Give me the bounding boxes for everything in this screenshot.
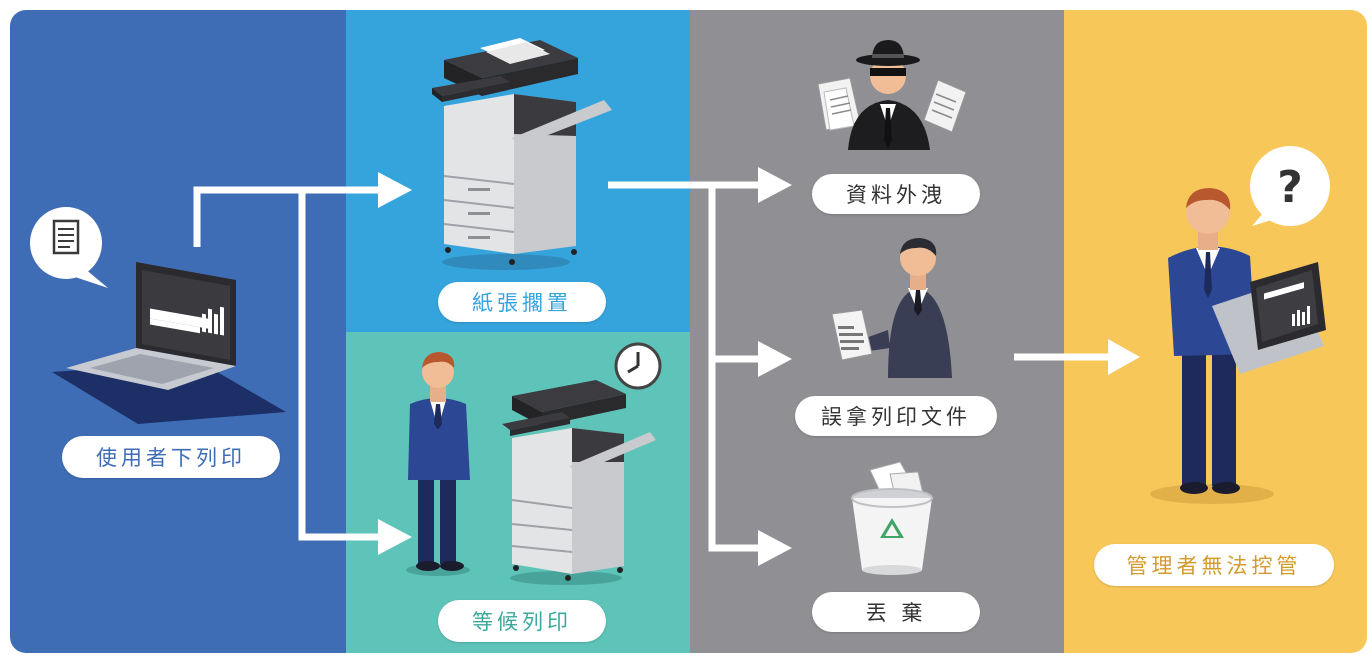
- arrow-risk-branch: [708, 185, 760, 552]
- arrow-laptop-to-branch: [193, 186, 380, 247]
- arrowhead-admin: [1108, 339, 1140, 375]
- question-bubble-icon: ?: [1250, 146, 1330, 226]
- label-wait-print: 等候列印: [438, 600, 606, 642]
- printer-icon: [432, 38, 612, 270]
- thief-icon: [817, 40, 967, 150]
- label-data-leak: 資料外洩: [812, 174, 980, 214]
- arrowhead-wrong-pickup: [758, 341, 792, 377]
- label-user-print: 使用者下列印: [62, 436, 280, 478]
- waiting-man-icon: [406, 352, 470, 576]
- label-admin-no-control: 管理者無法控管: [1094, 544, 1334, 586]
- arrowhead-data-leak: [758, 167, 792, 203]
- wrong-pickup-man-icon: [831, 238, 952, 378]
- flow-arrows: [193, 181, 1110, 552]
- arrowhead-paper-left: [378, 172, 412, 208]
- arrow-heads: [378, 167, 1140, 566]
- laptop-icon: [52, 262, 286, 424]
- document-bubble-icon: [30, 207, 108, 288]
- arrowhead-discard: [758, 530, 792, 566]
- trash-can-icon: [851, 461, 933, 575]
- clock-icon: [614, 342, 662, 390]
- label-paper-left: 紙張擱置: [438, 282, 606, 322]
- question-mark: ?: [1277, 162, 1303, 213]
- label-wrong-pickup: 誤拿列印文件: [795, 396, 997, 436]
- recycle-icon: [880, 518, 904, 538]
- admin-man-icon: [1150, 188, 1326, 504]
- label-discard: 丟 棄: [812, 592, 980, 632]
- printer-icon: [502, 380, 656, 585]
- arrow-branch-down: [298, 190, 380, 541]
- arrowhead-wait-print: [378, 519, 412, 555]
